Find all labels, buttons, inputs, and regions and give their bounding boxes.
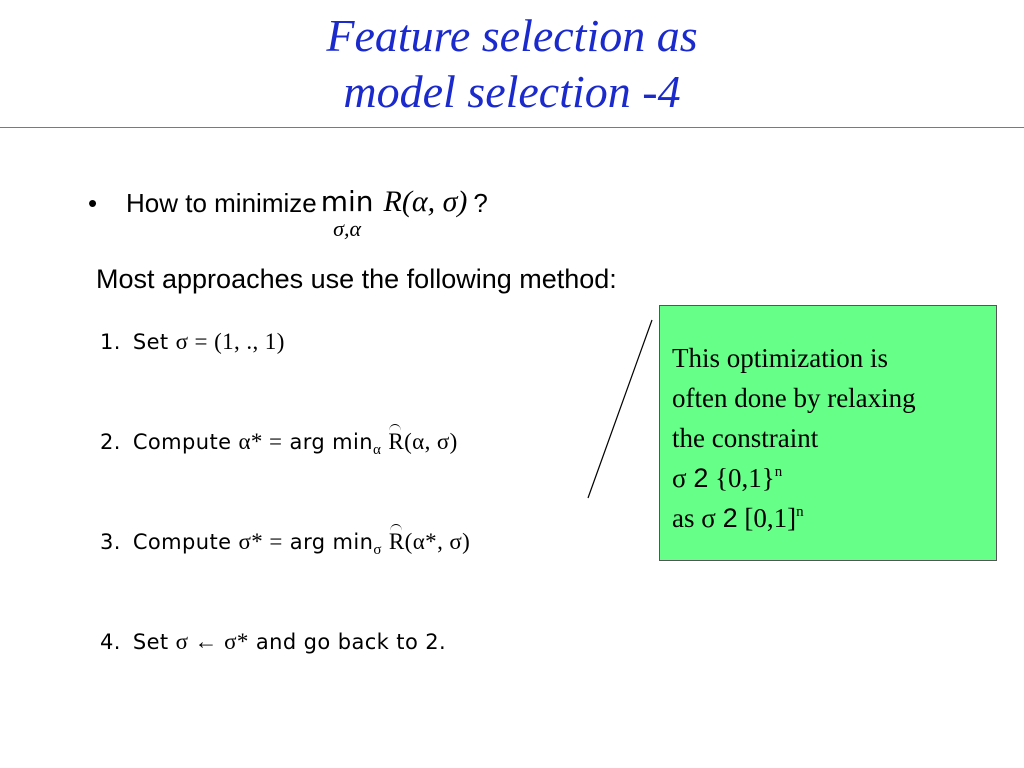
step-word: Compute <box>132 530 232 554</box>
set-exponent: n <box>796 504 804 520</box>
interval-set: [0,1] <box>744 503 797 533</box>
min-word: min <box>320 185 374 218</box>
as-word: as <box>672 503 695 533</box>
min-operator: min σ,α <box>321 186 374 240</box>
sigma-symbol: σ <box>672 463 687 493</box>
callout-line-3: the constraint <box>672 423 819 453</box>
step-number: 1. <box>100 330 121 354</box>
step-math-lhs: σ* = <box>238 529 283 554</box>
step-number: 4. <box>100 630 121 654</box>
r-hat: R <box>388 424 404 457</box>
argmin-word: arg min <box>289 430 373 454</box>
callout-line-1: This optimization is <box>672 343 888 373</box>
step-tail: and go back to 2. <box>255 630 447 654</box>
step-1: 1. Set σ = (1, ., 1) <box>100 327 285 357</box>
step-math-lhs: α* = <box>238 429 283 454</box>
bullet-text: How to minimize <box>126 188 317 218</box>
argmin-word: arg min <box>289 530 374 554</box>
binary-set: {0,1} <box>715 463 775 493</box>
slide-title: Feature selection as model selection -4 <box>0 8 1024 120</box>
intro-text: Most approaches use the following method… <box>96 264 617 294</box>
element-of-symbol: 2 <box>693 463 709 493</box>
step-word: Set <box>132 330 169 354</box>
step-2: 2. Compute α* = arg minα R(α, σ) <box>100 424 458 465</box>
r-hat: R <box>389 524 405 557</box>
objective-function: R(α, σ) <box>383 185 468 218</box>
callout-box: This optimization is often done by relax… <box>659 305 997 561</box>
title-line-1: Feature selection as <box>326 10 698 61</box>
step-3: 3. Compute σ* = arg minσ R(α*, σ) <box>100 524 471 565</box>
step-math-rhs: (α, σ) <box>404 429 458 454</box>
bullet-question: • How to minimize min σ,α R(α, σ) ? <box>88 186 488 242</box>
title-divider <box>0 127 1024 128</box>
sigma-symbol: σ <box>701 503 716 533</box>
min-expression: min σ,α R(α, σ) <box>321 186 468 240</box>
bullet-marker: • <box>88 188 98 218</box>
step-number: 2. <box>100 430 121 454</box>
min-subscript: σ,α <box>333 216 362 241</box>
step-4: 4. Set σ ← σ* and go back to 2. <box>100 627 446 657</box>
step-word: Set <box>132 630 169 654</box>
question-mark: ? <box>473 188 488 218</box>
argmin-subscript: α <box>372 442 382 459</box>
callout-line-5: as σ 2 [0,1]n <box>672 498 986 538</box>
step-number: 3. <box>100 530 121 554</box>
set-exponent: n <box>774 464 783 480</box>
callout-line-4: σ 2 {0,1}n <box>672 458 986 498</box>
step-math: σ ← σ* <box>175 629 249 654</box>
callout-line-2: often done by relaxing <box>672 383 916 413</box>
title-line-2: model selection -4 <box>343 66 681 117</box>
argmin-subscript: σ <box>373 542 382 559</box>
step-word: Compute <box>132 430 232 454</box>
step-math-rhs: (α*, σ) <box>404 529 471 554</box>
element-of-symbol: 2 <box>722 503 738 533</box>
step-math: σ = (1, ., 1) <box>175 329 285 354</box>
